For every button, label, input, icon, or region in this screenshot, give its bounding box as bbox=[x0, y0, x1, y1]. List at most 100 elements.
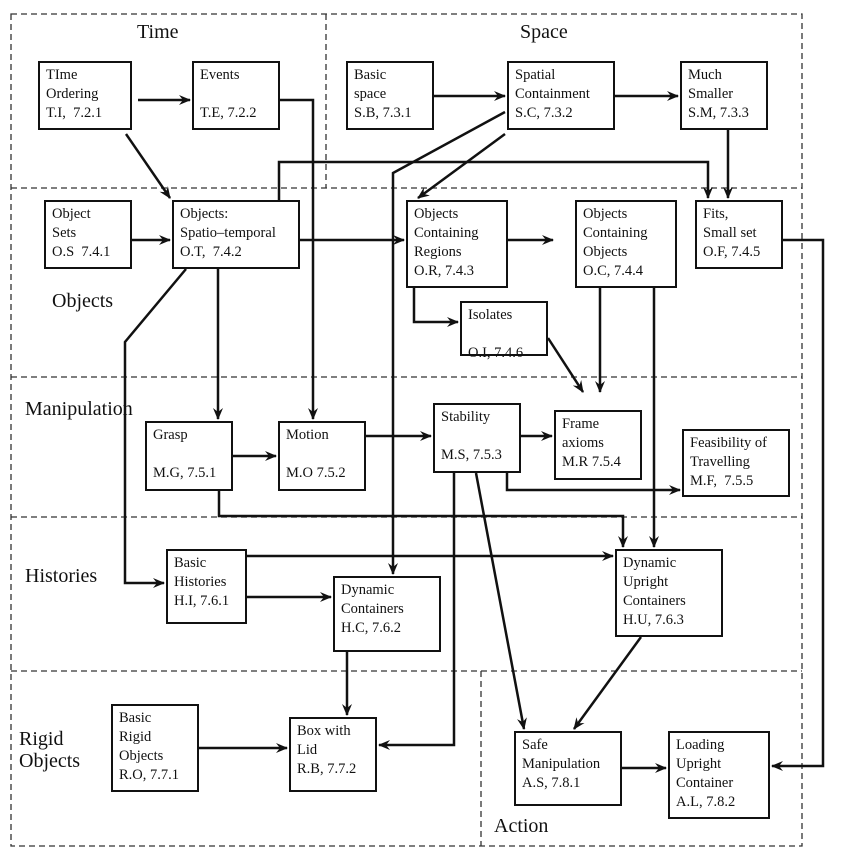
region-label-action: Action bbox=[494, 815, 549, 837]
node-label-line: Stability bbox=[441, 409, 491, 425]
node-label-line: Upright bbox=[623, 574, 669, 590]
edge-te-to-mo bbox=[280, 98, 318, 420]
node-label-line: Frame bbox=[562, 416, 600, 432]
edge-oi-to-mr bbox=[546, 337, 585, 393]
node-label-line: axioms bbox=[562, 435, 604, 451]
edge-ti-to-ot bbox=[124, 133, 172, 199]
node-label-line: Events bbox=[200, 67, 240, 83]
node-label-line: Containers bbox=[623, 593, 686, 609]
node-label-line: H.I, 7.6.1 bbox=[174, 593, 230, 609]
node-label-line: Containing bbox=[414, 225, 479, 241]
node-label-line: Spatial bbox=[515, 67, 556, 83]
node-label-line: Spatio–temporal bbox=[180, 225, 276, 241]
node-label-line: M.G, 7.5.1 bbox=[153, 465, 217, 481]
node-label-line: S.M, 7.3.3 bbox=[688, 105, 749, 121]
node-label-line: Lid bbox=[297, 742, 318, 758]
node-label-line: TIme bbox=[46, 67, 78, 83]
edge-ot-to-hi bbox=[123, 268, 187, 588]
node-label-line: Sets bbox=[52, 225, 77, 241]
node-label-line: Isolates bbox=[468, 307, 513, 323]
node-label-line: O.R, 7.4.3 bbox=[414, 263, 475, 279]
node-label-line bbox=[153, 445, 231, 464]
node-label-line: Ordering bbox=[46, 86, 99, 102]
edge-ot-to-of bbox=[277, 160, 713, 200]
node-label-line: Grasp bbox=[153, 427, 188, 443]
node-label-line: O.S 7.4.1 bbox=[52, 244, 111, 260]
node-label-line: Motion bbox=[286, 427, 329, 443]
node-label-line: M.R 7.5.4 bbox=[562, 454, 621, 470]
node-label-line: Objects bbox=[119, 748, 164, 764]
region-label-time: Time bbox=[137, 21, 179, 43]
edge-ms-to-mf bbox=[505, 473, 681, 495]
node-label-line: Small set bbox=[703, 225, 757, 241]
node-label-line: Histories bbox=[174, 574, 227, 590]
node-label-line: M.F, 7.5.5 bbox=[690, 473, 754, 489]
node-label-line: Containment bbox=[515, 86, 590, 102]
node-label-line: S.C, 7.3.2 bbox=[515, 105, 573, 121]
node-label-line: Loading bbox=[676, 737, 725, 753]
region-label-rigid-objects: Rigid Objects bbox=[19, 728, 81, 772]
node-label-line: Containing bbox=[583, 225, 648, 241]
node-label-line: Basic bbox=[354, 67, 387, 83]
node-label-line: Travelling bbox=[690, 454, 750, 470]
node-label-line: Box with bbox=[297, 723, 351, 739]
node-label-line: space bbox=[354, 86, 387, 102]
node-label-line bbox=[468, 325, 546, 344]
node-label-line: Basic bbox=[174, 555, 207, 571]
edge-ms-to-as bbox=[474, 472, 527, 730]
node-label-line: M.S, 7.5.3 bbox=[441, 447, 502, 463]
node-label-line: R.B, 7.7.2 bbox=[297, 761, 357, 777]
node-label-line: Much bbox=[688, 67, 722, 83]
node-label-line: Basic bbox=[119, 710, 152, 726]
node-label-line: Safe bbox=[522, 737, 548, 753]
edge-of-to-al bbox=[771, 238, 825, 771]
node-label-line: A.L, 7.8.2 bbox=[676, 794, 736, 810]
node-label-line: Rigid bbox=[119, 729, 152, 745]
node-label-line: Feasibility of bbox=[690, 435, 767, 451]
node-label-line: Container bbox=[676, 775, 734, 791]
region-label-objects: Objects bbox=[52, 290, 114, 312]
node-label-line: H.C, 7.6.2 bbox=[341, 620, 402, 636]
node-label-line: Objects: bbox=[180, 206, 229, 222]
region-label-manipulation: Manipulation bbox=[25, 398, 133, 420]
region-label-histories: Histories bbox=[25, 565, 98, 587]
node-label-line: Containers bbox=[341, 601, 404, 617]
node-label-line: T.E, 7.2.2 bbox=[200, 105, 257, 121]
node-label-line: Dynamic bbox=[623, 555, 677, 571]
edge-sc-to-or bbox=[417, 132, 506, 200]
node-label-line: Objects bbox=[583, 206, 628, 222]
node-label-line: Objects bbox=[414, 206, 459, 222]
node-label-line: H.U, 7.6.3 bbox=[623, 612, 684, 628]
node-label-line: Objects bbox=[583, 244, 628, 260]
node-label-line: Object bbox=[52, 206, 91, 222]
node-label-line: M.O 7.5.2 bbox=[286, 465, 346, 481]
edge-sc-to-hc bbox=[388, 110, 506, 575]
edge-mg-to-hu bbox=[217, 491, 628, 548]
node-label-line bbox=[441, 427, 519, 446]
node-label-line bbox=[286, 445, 364, 464]
node-label-line: O.F, 7.4.5 bbox=[703, 244, 761, 260]
edge-hu-to-as bbox=[572, 636, 643, 730]
node-label-line: Manipulation bbox=[522, 756, 601, 772]
node-label-line: O.T, 7.4.2 bbox=[180, 244, 242, 260]
